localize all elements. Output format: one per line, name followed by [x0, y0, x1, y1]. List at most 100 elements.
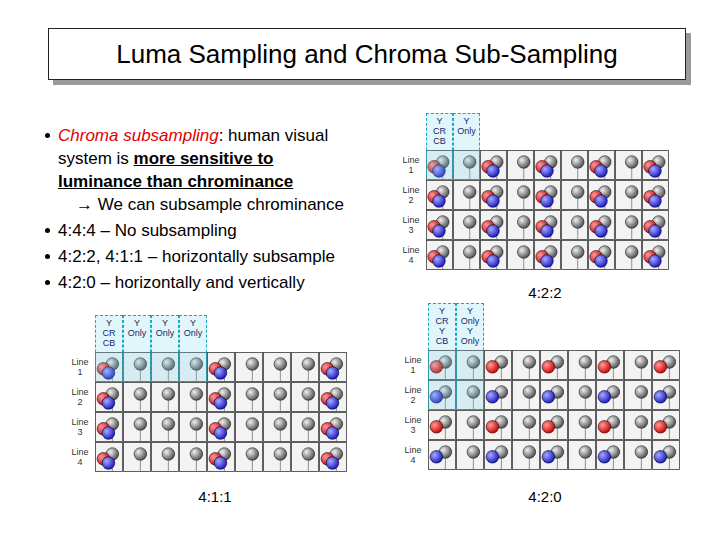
line-label: Line 2: [401, 385, 425, 405]
line-label: Line 3: [399, 215, 423, 235]
bullet-item: Chroma subsampling: human visual system …: [58, 124, 388, 216]
note-text: → We can subsample chrominance: [58, 193, 388, 216]
pixel-cell: [124, 413, 151, 442]
cb-sample: [326, 457, 339, 470]
pixel-cell: [535, 211, 561, 240]
pixel-cell: [454, 181, 480, 210]
luma-sample: [246, 358, 259, 371]
cr-sample: [486, 421, 499, 434]
pixel-cell: [653, 381, 680, 410]
luma-sample: [134, 418, 147, 431]
cb-sample: [598, 391, 611, 404]
pixel-cell: [320, 413, 347, 442]
luma-sample: [246, 388, 259, 401]
emphasis-text: Chroma subsampling: [58, 126, 219, 145]
pixel-cell: [292, 443, 319, 472]
pixel-cell: [562, 181, 588, 210]
pixel-cell: [643, 211, 669, 240]
pixel-cell: [236, 353, 263, 382]
pixel-cell: [180, 413, 207, 442]
line-label: Line 3: [68, 417, 92, 437]
cb-sample: [433, 255, 446, 268]
line-label: Line 4: [399, 245, 423, 265]
luma-sample: [246, 418, 259, 431]
pixel-cell: [535, 181, 561, 210]
cb-sample: [214, 397, 227, 410]
line-label: Line 4: [401, 445, 425, 465]
bullet-dot: [45, 254, 50, 259]
luma-sample: [467, 446, 480, 459]
cb-sample: [649, 165, 662, 178]
line-label: Line 1: [399, 155, 423, 175]
pixel-cell: [180, 443, 207, 472]
highlight-box: Y Only: [453, 113, 480, 180]
pixel-cell: [625, 441, 652, 470]
pixel-cell: [616, 241, 642, 270]
luma-sample: [571, 186, 584, 199]
pixel-cell: [643, 241, 669, 270]
pixel-cell: [625, 351, 652, 380]
cb-sample: [595, 255, 608, 268]
cb-sample: [541, 195, 554, 208]
pixel-cell: [96, 413, 123, 442]
channel-label: Y Only: [124, 316, 150, 338]
pixel-cell: [597, 351, 624, 380]
luma-sample: [302, 358, 315, 371]
cb-sample: [102, 427, 115, 440]
pixel-cell: [427, 181, 453, 210]
pixel-cell: [562, 211, 588, 240]
pixel-cell: [427, 211, 453, 240]
highlight-box: Y CR CB: [95, 315, 123, 382]
pixel-cell: [597, 441, 624, 470]
pixel-cell: [124, 383, 151, 412]
pixel-cell: [481, 241, 507, 270]
highlight-box: Y Only: [151, 315, 179, 382]
luma-sample: [635, 356, 648, 369]
channel-label: Y Only: [454, 114, 479, 136]
cb-sample: [326, 397, 339, 410]
pixel-cell: [454, 211, 480, 240]
pixel-cell: [236, 413, 263, 442]
pixel-cell: [429, 411, 456, 440]
luma-sample: [162, 418, 175, 431]
cb-sample: [654, 391, 667, 404]
luma-sample: [302, 418, 315, 431]
cb-sample: [541, 255, 554, 268]
pixel-cell: [457, 411, 484, 440]
luma-sample: [517, 246, 530, 259]
pixel-cell: [513, 381, 540, 410]
pixel-cell: [589, 211, 615, 240]
luma-sample: [190, 418, 203, 431]
pixel-cell: [541, 441, 568, 470]
bullet-item: 4:4:4 – No subsampling: [58, 219, 388, 242]
cb-sample: [487, 255, 500, 268]
pixel-cell: [457, 441, 484, 470]
pixel-cell: [320, 383, 347, 412]
luma-sample: [274, 418, 287, 431]
pixel-cell: [208, 413, 235, 442]
pixel-cell: [653, 411, 680, 440]
luma-sample: [274, 448, 287, 461]
pixel-cell: [597, 411, 624, 440]
pixel-cell: [152, 383, 179, 412]
cb-sample: [487, 165, 500, 178]
luma-sample: [162, 448, 175, 461]
bullet-item: 4:2:2, 4:1:1 – horizontally subsample: [58, 245, 388, 268]
pixel-cell: [508, 181, 534, 210]
luma-sample: [274, 388, 287, 401]
pixel-cell: [589, 241, 615, 270]
cb-sample: [486, 451, 499, 464]
pixel-cell: [481, 151, 507, 180]
pixel-cell: [96, 383, 123, 412]
bullet-dot: [45, 280, 50, 285]
luma-sample: [517, 156, 530, 169]
luma-sample: [134, 388, 147, 401]
line-label: Line 4: [68, 447, 92, 467]
luma-sample: [274, 358, 287, 371]
pixel-cell: [427, 241, 453, 270]
pixel-cell: [513, 441, 540, 470]
luma-sample: [190, 448, 203, 461]
pixel-cell: [625, 411, 652, 440]
cr-sample: [598, 361, 611, 374]
cb-sample: [430, 451, 443, 464]
